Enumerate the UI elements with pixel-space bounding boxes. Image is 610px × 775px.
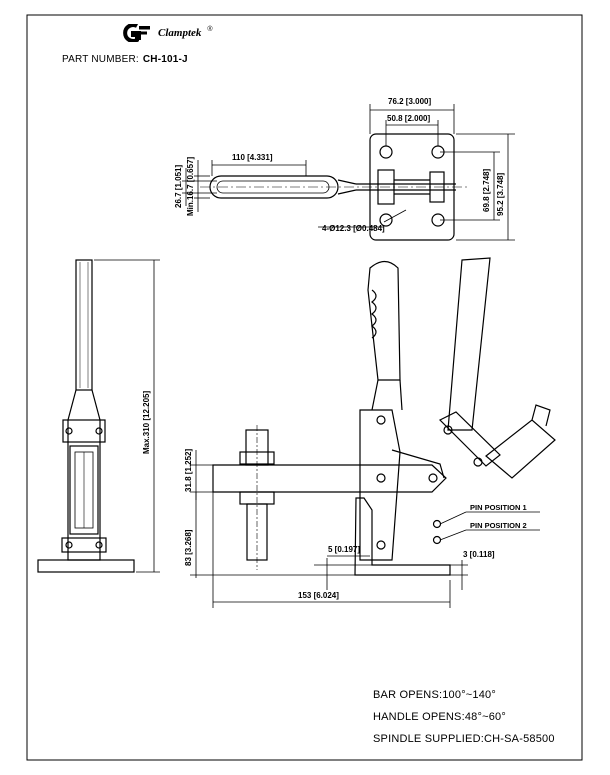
dim-hole-spacing-y: 69.8 [2.748]	[482, 169, 491, 212]
pin-position-2-label: PIN POSITION 2	[470, 521, 527, 530]
end-view-dimensions	[94, 259, 160, 573]
drawing-frame	[26, 14, 583, 761]
dim-max-height: Max.310 [12.205]	[142, 391, 151, 454]
dim-total-length: 153 [6.024]	[298, 591, 339, 600]
dim-min-slot: Min.16.7 [0.657]	[186, 157, 195, 216]
top-view-dimensions	[182, 104, 515, 241]
dim-overall-height: 95.2 [3.748]	[496, 173, 505, 216]
dim-bar-height: 31.8 [1.252]	[184, 449, 193, 492]
dim-mount-holes: 4-Ø12.3 [Ø0.484]	[322, 224, 385, 233]
trademark: ®	[207, 25, 213, 33]
dim-arm-length: 110 [4.331]	[232, 153, 273, 162]
end-view	[37, 259, 135, 573]
note-spindle-supplied: SPINDLE SUPPLIED:CH-SA-58500	[373, 733, 555, 745]
pin-position-1-label: PIN POSITION 1	[470, 503, 527, 512]
part-number-line: PART NUMBER:CH-101-J	[62, 54, 188, 65]
dim-clearance: 5 [0.197]	[328, 545, 360, 554]
clamptek-logo-icon	[123, 24, 150, 42]
dim-hole-spacing-x: 50.8 [2.000]	[387, 114, 430, 123]
top-view	[200, 133, 470, 241]
dim-overall-width: 76.2 [3.000]	[388, 97, 431, 106]
brand-name: Clamptek	[158, 27, 202, 39]
drawing-notes: BAR OPENS:100°~140° HANDLE OPENS:48°~60°…	[373, 684, 555, 750]
part-number-label: PART NUMBER:	[62, 54, 139, 65]
note-handle-opens: HANDLE OPENS:48°~60°	[373, 711, 506, 723]
front-view-dimensions	[190, 450, 540, 608]
brand-logo: Clamptek ®	[122, 24, 213, 42]
dim-spindle-height: 83 [3.268]	[184, 529, 193, 566]
dim-slot-width: 26.7 [1.051]	[174, 165, 183, 208]
dim-base-thickness: 3 [0.118]	[463, 550, 495, 559]
part-number-value: CH-101-J	[142, 54, 188, 65]
note-bar-opens: BAR OPENS:100°~140°	[373, 689, 496, 701]
